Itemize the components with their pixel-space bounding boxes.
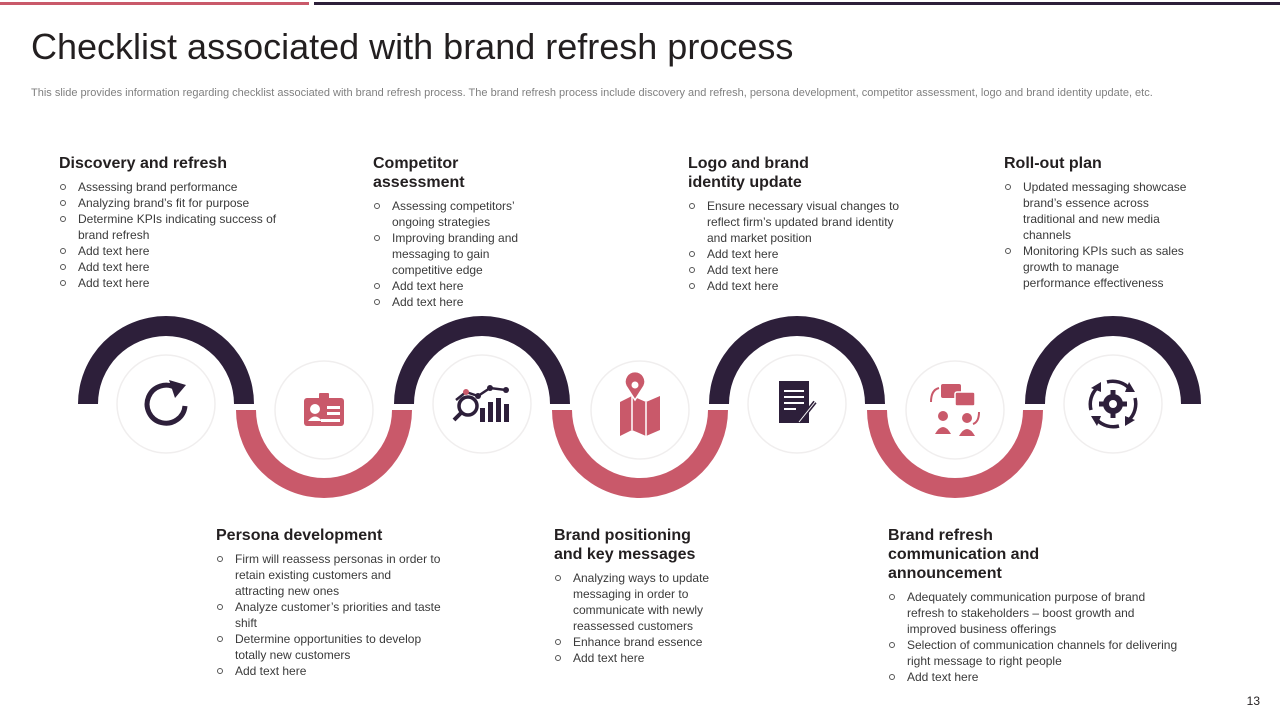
step-roll-out-plan: Roll-out plan Updated messaging showcase… [1004, 154, 1189, 291]
page-number: 13 [1246, 694, 1260, 708]
map-pin-icon [620, 370, 660, 436]
step-title: Logo and brand identity update [688, 155, 809, 191]
list-item: Improving branding and messaging to gain… [373, 230, 553, 278]
document-pen-icon [779, 381, 817, 424]
step-title: Competitor assessment [373, 155, 465, 191]
icon-circle-1 [116, 354, 216, 454]
list-item: Selection of communication channels for … [888, 637, 1178, 669]
step-title: Roll-out plan [1004, 155, 1102, 172]
arc-step-1 [78, 316, 254, 404]
list-item: Determine opportunities to develop total… [216, 631, 441, 663]
list-item: Add text here [688, 278, 903, 294]
list-item: Assessing brand performance [59, 179, 289, 195]
step-persona-development: Persona development Firm will reassess p… [216, 526, 441, 679]
list-item: Add text here [888, 669, 1178, 685]
step-logo-and-brand-identity-update: Logo and brand identity update Ensure ne… [688, 154, 918, 294]
list-item: Enhance brand essence [554, 634, 734, 650]
step-discovery-and-refresh: Discovery and refresh Assessing brand pe… [59, 154, 289, 291]
analytics-icon [452, 385, 509, 422]
list-item: Monitoring KPIs such as sales growth to … [1004, 243, 1189, 291]
step-checklist: Firm will reassess personas in order to … [216, 551, 441, 679]
arc-step-2 [236, 410, 412, 498]
arc-step-4 [552, 410, 728, 498]
id-card-icon [304, 393, 344, 426]
icon-circle-6 [905, 360, 1005, 460]
list-item: Ensure necessary visual changes to refle… [688, 198, 903, 246]
list-item: Firm will reassess personas in order to … [216, 551, 441, 599]
list-item: Updated messaging showcase brand’s essen… [1004, 179, 1189, 243]
list-item: Analyzing ways to update messaging in or… [554, 570, 734, 634]
arc-step-3 [394, 316, 570, 404]
step-title: Persona development [216, 527, 383, 544]
step-title: Discovery and refresh [59, 155, 228, 172]
list-item: Add text here [688, 246, 903, 262]
step-checklist: Adequately communication purpose of bran… [888, 589, 1178, 685]
list-item: Add text here [216, 663, 441, 679]
list-item: Analyzing brand’s fit for purpose [59, 195, 289, 211]
settings-cycle-icon [1088, 379, 1138, 429]
list-item: Assessing competitors’ ongoing strategie… [373, 198, 553, 230]
list-item: Add text here [59, 243, 289, 259]
top-accent-bar-pink [0, 2, 309, 5]
communication-icon [930, 384, 980, 436]
list-item: Analyze customer’s priorities and taste … [216, 599, 441, 631]
slide-title: Checklist associated with brand refresh … [31, 26, 794, 67]
list-item: Add text here [373, 294, 553, 310]
arc-step-5 [709, 316, 885, 404]
step-title: Brand positioning and key messages [554, 527, 696, 563]
step-checklist: Ensure necessary visual changes to refle… [688, 198, 903, 294]
refresh-icon [144, 380, 188, 426]
list-item: Determine KPIs indicating success of bra… [59, 211, 289, 243]
step-title: Brand refresh communication and announce… [888, 527, 1040, 582]
arc-step-6 [867, 410, 1043, 498]
top-accent-bar-dark [314, 2, 1280, 5]
step-checklist: Assessing competitors’ ongoing strategie… [373, 198, 553, 310]
arc-step-7 [1025, 316, 1201, 404]
list-item: Add text here [59, 259, 289, 275]
list-item: Adequately communication purpose of bran… [888, 589, 1178, 637]
step-checklist: Updated messaging showcase brand’s essen… [1004, 179, 1189, 291]
step-competitor-assessment: Competitor assessment Assessing competit… [373, 154, 553, 310]
list-item: Add text here [373, 278, 553, 294]
slide-subtitle: This slide provides information regardin… [31, 87, 1153, 99]
step-checklist: Assessing brand performance Analyzing br… [59, 179, 289, 291]
step-brand-refresh-communication: Brand refresh communication and announce… [888, 526, 1178, 685]
list-item: Add text here [554, 650, 734, 666]
icon-circle-3 [432, 354, 532, 454]
step-checklist: Analyzing ways to update messaging in or… [554, 570, 734, 666]
list-item: Add text here [688, 262, 903, 278]
list-item: Add text here [59, 275, 289, 291]
step-brand-positioning-and-key-messages: Brand positioning and key messages Analy… [554, 526, 734, 666]
